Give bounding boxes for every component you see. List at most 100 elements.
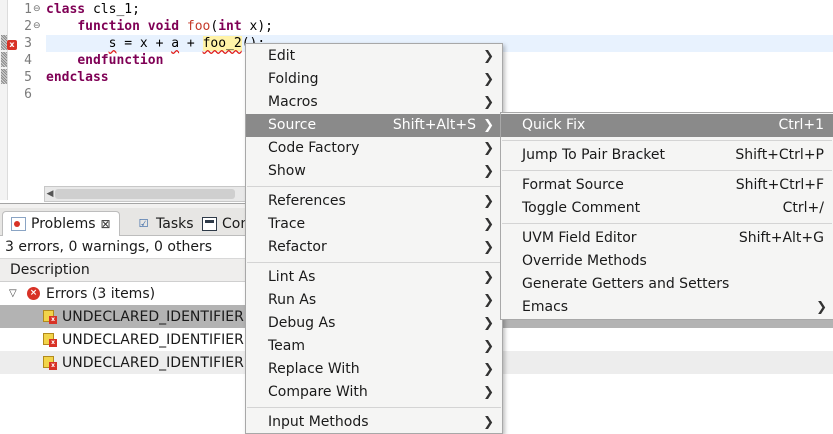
menu-item-references[interactable]: References❯ bbox=[246, 190, 502, 213]
tab-tasks[interactable]: ☑ Tasks bbox=[128, 211, 202, 236]
tab-label: Tasks bbox=[156, 215, 194, 232]
code-token: x); bbox=[241, 19, 274, 34]
menu-item-label: Run As bbox=[268, 292, 317, 308]
code-token: foo bbox=[186, 19, 211, 34]
shortcut-label: Ctrl+1 bbox=[778, 117, 824, 133]
chevron-right-icon: ❯ bbox=[483, 339, 494, 354]
chevron-right-icon: ❯ bbox=[483, 415, 494, 430]
menu-item-label: Source bbox=[268, 117, 317, 133]
menu-item-toggle-comment[interactable]: Toggle Comment Ctrl+/ bbox=[501, 197, 833, 220]
menu-item-jump-to-pair-bracket[interactable]: Jump To Pair Bracket Shift+Ctrl+P bbox=[501, 144, 833, 167]
chevron-right-icon: ❯ bbox=[483, 270, 494, 285]
annotation-mark[interactable] bbox=[1, 69, 7, 84]
menu-item-compare-with[interactable]: Compare With❯ bbox=[246, 381, 502, 404]
menu-item-team[interactable]: Team ❯ bbox=[246, 335, 502, 358]
problem-description: UNDECLARED_IDENTIFIER: bbox=[62, 308, 249, 325]
menu-separator bbox=[502, 140, 832, 141]
menu-item-label: UVM Field Editor bbox=[522, 230, 637, 246]
console-icon bbox=[202, 216, 217, 231]
menu-item-debug-as[interactable]: Debug As❯ bbox=[246, 312, 502, 335]
line-number: 6 bbox=[24, 87, 32, 102]
line-number: 1 bbox=[24, 2, 32, 17]
menu-item-replace-with[interactable]: Replace With ❯ bbox=[246, 358, 502, 381]
menu-item-input-methods[interactable]: Input Methods ❯ bbox=[246, 411, 502, 434]
error-icon[interactable]: x bbox=[7, 40, 17, 50]
menu-item-label: Show bbox=[268, 163, 306, 179]
expand-arrow-icon[interactable]: ▽ bbox=[9, 288, 17, 299]
line-number: 5 bbox=[24, 70, 32, 85]
tab-console[interactable]: Con bbox=[194, 211, 257, 236]
close-icon[interactable]: ⊠ bbox=[100, 217, 111, 231]
menu-item-label: Override Methods bbox=[522, 253, 647, 269]
menu-item-label: Edit bbox=[268, 48, 296, 64]
code-editor[interactable]: x 1 ⊖ 2 ⊖ 3 4 5 6 class cls_1; function … bbox=[0, 0, 833, 204]
menu-item-folding[interactable]: Folding❯ bbox=[246, 68, 502, 91]
menu-item-label: Replace With bbox=[268, 361, 360, 377]
menu-item-emacs[interactable]: Emacs❯ bbox=[501, 296, 833, 319]
code-token bbox=[46, 36, 109, 51]
menu-item-label: Trace bbox=[268, 216, 306, 232]
menu-item-lint-as[interactable]: Lint As ❯ bbox=[246, 266, 502, 289]
error-icon: × bbox=[27, 287, 40, 300]
menu-item-override-methods[interactable]: Override Methods bbox=[501, 250, 833, 273]
problems-summary: 3 errors, 0 warnings, 0 others bbox=[5, 239, 213, 255]
code-line[interactable]: class cls_1; bbox=[46, 1, 833, 18]
error-marker-icon: x bbox=[43, 332, 57, 347]
menu-item-label: Team bbox=[268, 338, 306, 354]
chevron-right-icon: ❯ bbox=[483, 362, 494, 377]
fold-toggle-icon[interactable]: ⊖ bbox=[33, 4, 41, 14]
annotation-overview-bar[interactable] bbox=[0, 0, 8, 200]
error-marker-icon: x bbox=[43, 309, 57, 324]
menu-item-generate-getters-setters[interactable]: Generate Getters and Setters bbox=[501, 273, 833, 296]
shortcut-label: Ctrl+/ bbox=[782, 200, 824, 216]
fold-toggle-icon[interactable]: ⊖ bbox=[33, 21, 41, 31]
problems-icon bbox=[11, 217, 26, 231]
scrollbar-thumb[interactable] bbox=[55, 189, 235, 199]
menu-item-label: Lint As bbox=[268, 269, 316, 285]
annotation-mark[interactable] bbox=[1, 35, 7, 50]
tab-label: Con bbox=[222, 215, 250, 232]
problem-row[interactable]: x UNDECLARED_IDENTIFIER: bbox=[0, 328, 833, 351]
code-token bbox=[46, 53, 77, 68]
line-number: 4 bbox=[24, 53, 32, 68]
tree-group-errors[interactable]: ▽ × Errors (3 items) bbox=[0, 282, 833, 305]
shortcut-label: Shift+Ctrl+P bbox=[735, 147, 824, 163]
menu-item-refactor[interactable]: Refactor❯ bbox=[246, 236, 502, 259]
menu-item-label: Refactor bbox=[268, 239, 327, 255]
menu-item-trace[interactable]: Trace❯ bbox=[246, 213, 502, 236]
tasks-icon: ☑ bbox=[138, 217, 149, 230]
chevron-right-icon: ❯ bbox=[483, 118, 494, 133]
code-token: function bbox=[77, 19, 140, 34]
scroll-left-icon[interactable]: ◀ bbox=[46, 189, 54, 199]
menu-item-edit[interactable]: Edit ❯ bbox=[246, 45, 502, 68]
menu-item-label: Toggle Comment bbox=[522, 200, 641, 216]
menu-item-label: Jump To Pair Bracket bbox=[522, 147, 666, 163]
menu-separator bbox=[502, 223, 832, 224]
code-token: int bbox=[218, 19, 242, 34]
line-number: 2 bbox=[24, 19, 32, 34]
menu-item-label: Macros bbox=[268, 94, 318, 110]
menu-item-run-as[interactable]: Run As❯ bbox=[246, 289, 502, 312]
tab-problems[interactable]: Problems ⊠ bbox=[2, 211, 120, 236]
menu-item-label: Input Methods bbox=[268, 414, 369, 430]
code-line[interactable]: function void foo(int x); bbox=[46, 18, 833, 35]
code-token: = x + bbox=[116, 36, 172, 51]
code-line[interactable]: endfunction bbox=[46, 52, 833, 69]
code-token: void bbox=[147, 19, 180, 34]
menu-item-macros[interactable]: Macros❯ bbox=[246, 91, 502, 114]
code-line[interactable]: endclass bbox=[46, 69, 833, 86]
line-number: 3 bbox=[24, 36, 32, 51]
chevron-right-icon: ❯ bbox=[483, 194, 494, 209]
menu-item-code-factory[interactable]: Code Factory❯ bbox=[246, 137, 502, 160]
chevron-right-icon: ❯ bbox=[483, 49, 494, 64]
horizontal-scrollbar[interactable]: ◀ bbox=[44, 186, 254, 202]
chevron-right-icon: ❯ bbox=[483, 72, 494, 87]
annotation-mark[interactable] bbox=[1, 52, 7, 67]
menu-item-show[interactable]: Show❯ bbox=[246, 160, 502, 183]
menu-item-label: Emacs bbox=[522, 299, 569, 315]
column-header-label: Description bbox=[10, 262, 90, 278]
